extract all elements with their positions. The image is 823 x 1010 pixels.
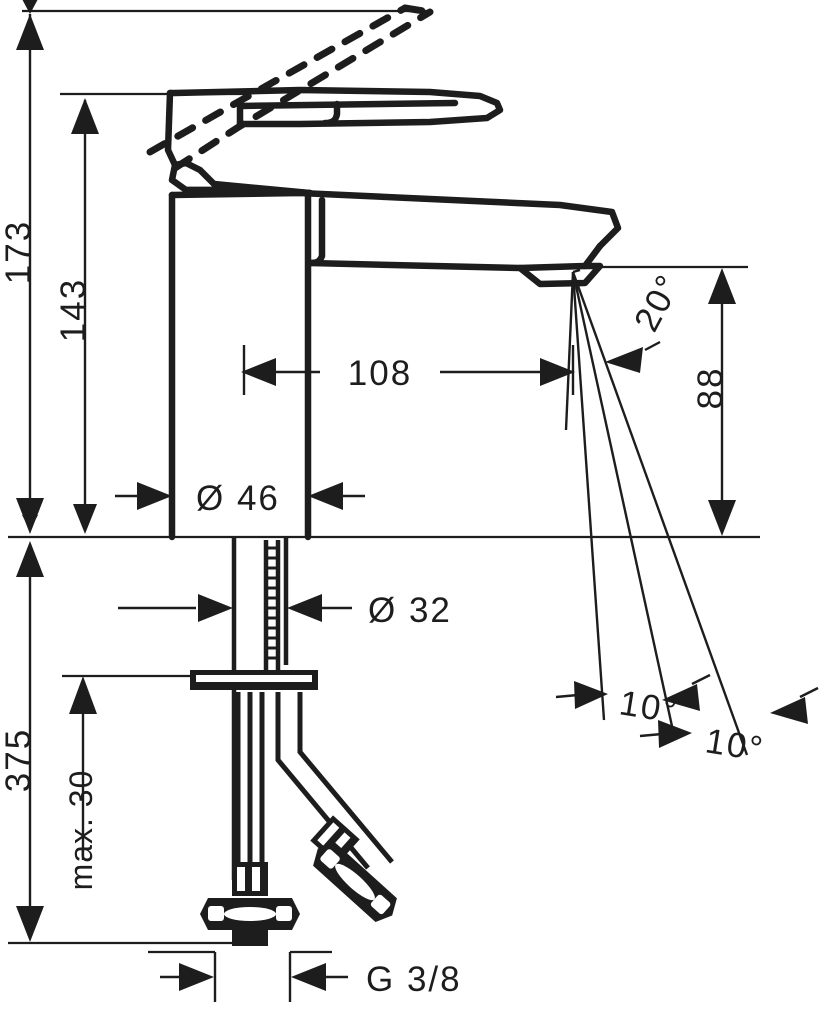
dimension-hose-length: 375: [0, 541, 44, 942]
dimension-label-d46: Ø 46: [196, 479, 280, 518]
dimension-spout-height: 88: [691, 268, 736, 536]
lever-handle-raised-dashed: [146, 4, 434, 172]
supply-hose-vertical: [235, 692, 265, 876]
dimension-max-deck-thickness: max. 30: [63, 676, 99, 890]
angle-10-left-group: 10°: [555, 673, 711, 731]
dimension-label-max30: max. 30: [63, 770, 99, 891]
dimension-body-height: 143: [54, 98, 99, 534]
dimension-label-375: 375: [0, 728, 38, 792]
hose-crimp-collars: [232, 815, 360, 896]
dimension-label-143: 143: [54, 278, 93, 342]
dimension-label-d32: Ø 32: [368, 591, 452, 630]
angle-label-10-right: 10°: [703, 721, 767, 769]
dimension-label-88: 88: [691, 367, 730, 410]
hose-end-fitting-left: [200, 898, 300, 946]
angle-10-right-group: 10°: [639, 686, 819, 769]
thread-hatching: [266, 546, 278, 660]
dimension-thread-size: G 3/8: [160, 952, 462, 1002]
spray-angle-fan: [564, 268, 749, 756]
dimension-label-173: 173: [0, 220, 38, 284]
dimension-spout-reach: 108: [241, 345, 575, 395]
dimension-shank-diameter: Ø 32: [118, 578, 452, 630]
dimension-body-diameter: Ø 46: [115, 479, 365, 518]
dimension-total-height: 173: [0, 0, 44, 534]
hose-end-fitting-right: [313, 842, 397, 922]
mounting-washer-plate: [190, 670, 318, 690]
dimension-label-g38: G 3/8: [366, 960, 462, 999]
extension-lines: [8, 9, 760, 954]
dimension-label-108: 108: [348, 354, 412, 393]
angle-label-10-left: 10°: [617, 683, 681, 731]
